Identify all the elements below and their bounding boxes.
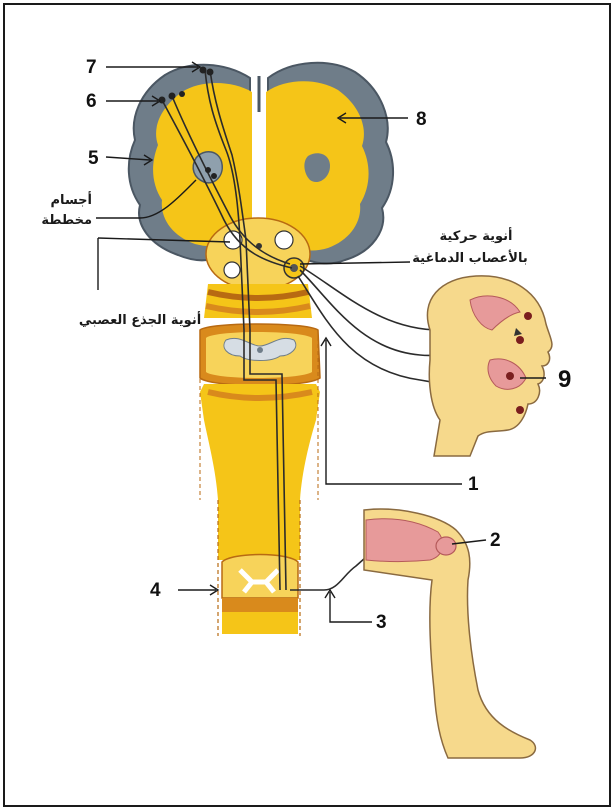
label-9: 9 bbox=[558, 366, 571, 393]
label-1: 1 bbox=[468, 474, 479, 495]
brain bbox=[129, 63, 393, 290]
label-8: 8 bbox=[416, 109, 427, 130]
striate-bodies-label-line1: أجسام bbox=[51, 191, 92, 208]
label-6: 6 bbox=[86, 91, 97, 112]
spinal-cord-column bbox=[200, 384, 320, 560]
cranial-nuclei-label-line1: أنوية حركية bbox=[440, 227, 513, 244]
label-7: 7 bbox=[86, 57, 97, 78]
cranial-nuclei-label-line2: بالأعصاب الدماغية bbox=[412, 249, 527, 266]
knee-muscle bbox=[436, 537, 456, 555]
label-5: 5 bbox=[88, 148, 99, 169]
nucleus-lower-left bbox=[224, 262, 240, 278]
striate-bodies-label-line2: مخططة bbox=[41, 213, 92, 228]
spinal-nerve bbox=[290, 550, 374, 590]
midbrain bbox=[206, 218, 310, 290]
label-3: 3 bbox=[376, 612, 387, 633]
head-profile bbox=[427, 276, 552, 456]
nucleus-right bbox=[275, 231, 293, 249]
label-4: 4 bbox=[150, 580, 161, 601]
leg bbox=[364, 509, 535, 758]
label-2: 2 bbox=[490, 530, 501, 551]
brainstem bbox=[200, 284, 320, 386]
cord-section bbox=[222, 555, 298, 599]
brainstem-nuclei-label: أنوية الجذع العصبي bbox=[79, 311, 201, 328]
cord-band bbox=[222, 598, 298, 612]
